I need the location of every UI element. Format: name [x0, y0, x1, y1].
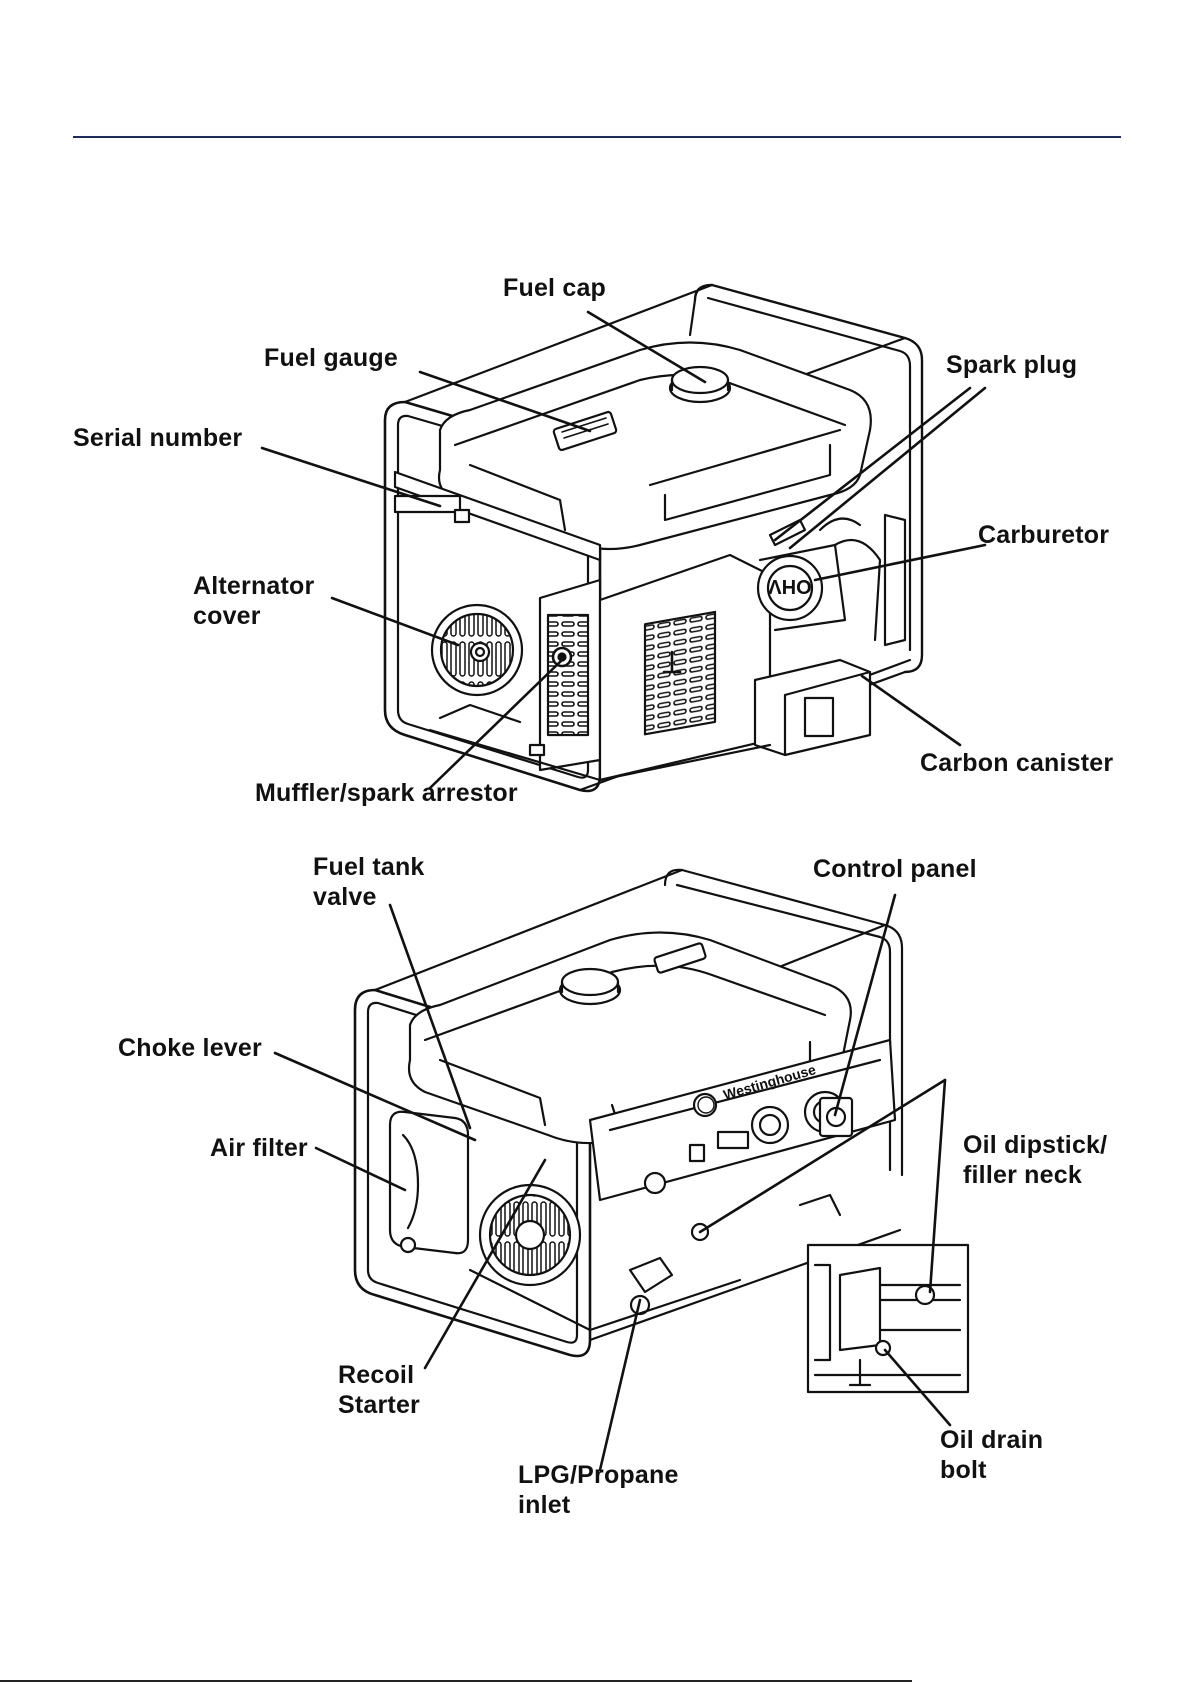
- label-fuel-gauge: Fuel gauge: [264, 343, 398, 373]
- generator-top-drawing: [385, 285, 922, 791]
- footer-rule: [0, 1680, 912, 1682]
- generator-bottom-drawing: [355, 870, 968, 1392]
- label-spark-plug: Spark plug: [946, 350, 1077, 380]
- label-choke-lever: Choke lever: [118, 1033, 262, 1063]
- label-muffler-spark-arrestor: Muffler/spark arrestor: [255, 778, 518, 808]
- label-oil-drain-bolt: Oil drain bolt: [940, 1425, 1043, 1485]
- label-recoil-starter: Recoil Starter: [338, 1360, 420, 1420]
- label-lpg-propane-inlet: LPG/Propane inlet: [518, 1460, 679, 1520]
- label-alternator-cover: Alternator cover: [193, 571, 314, 631]
- label-oil-dipstick-filler-neck: Oil dipstick/ filler neck: [963, 1130, 1107, 1190]
- label-control-panel: Control panel: [813, 854, 977, 884]
- label-serial-number: Serial number: [73, 423, 242, 453]
- label-carburetor: Carburetor: [978, 520, 1109, 550]
- label-carbon-canister: Carbon canister: [920, 748, 1113, 778]
- label-air-filter: Air filter: [210, 1133, 308, 1163]
- engine-badge: OHV: [768, 575, 812, 597]
- label-fuel-tank-valve: Fuel tank valve: [313, 852, 425, 912]
- label-fuel-cap: Fuel cap: [503, 273, 606, 303]
